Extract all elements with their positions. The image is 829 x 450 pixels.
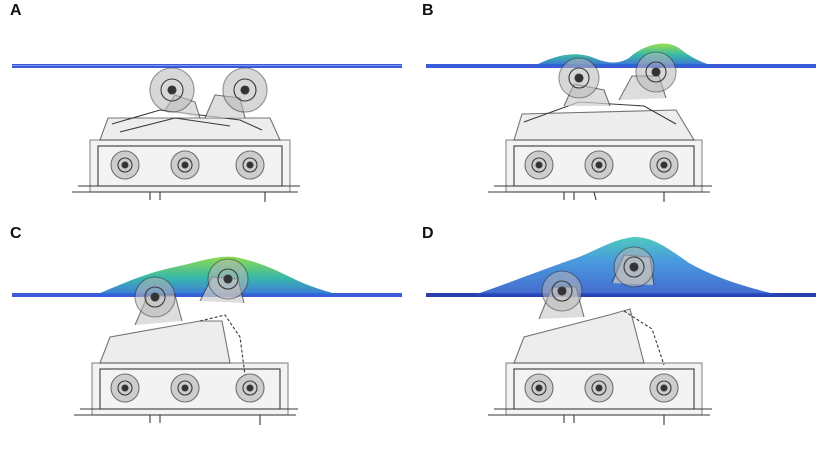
panel-c: C bbox=[0, 225, 414, 450]
panel-b: B bbox=[414, 0, 828, 225]
panel-label-a: A bbox=[10, 2, 22, 19]
machine-assembly bbox=[488, 51, 712, 202]
machine-assembly bbox=[74, 258, 298, 425]
machine-assembly bbox=[488, 246, 712, 425]
panel-label-b: B bbox=[422, 2, 434, 19]
panel-d-illustration bbox=[426, 237, 816, 425]
deformation-bulge bbox=[534, 43, 714, 66]
machine-assembly bbox=[72, 67, 300, 202]
panel-d: D bbox=[414, 225, 828, 450]
panel-a-illustration bbox=[12, 64, 402, 202]
panel-a: A bbox=[0, 0, 414, 225]
panel-label-c: C bbox=[10, 225, 22, 242]
panel-c-illustration bbox=[12, 256, 402, 425]
panel-b-illustration bbox=[426, 43, 816, 202]
panel-label-d: D bbox=[422, 225, 434, 242]
